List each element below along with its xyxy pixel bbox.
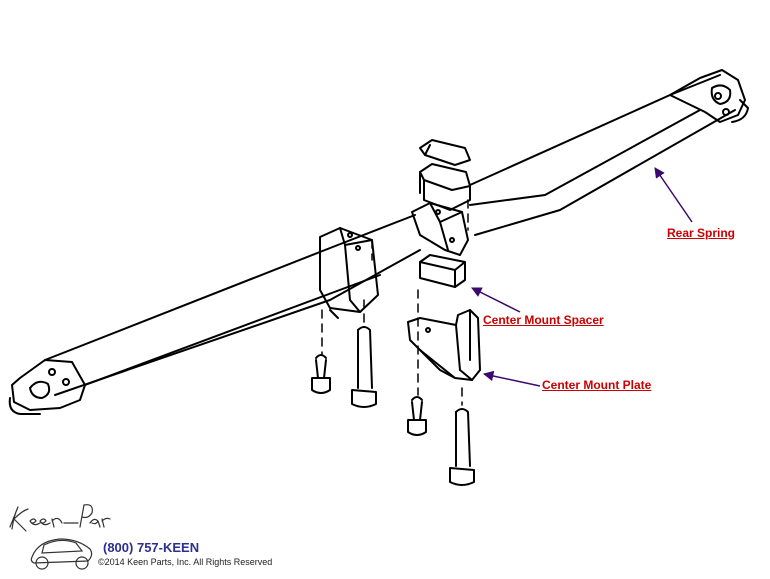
bolt-left-short (311, 354, 331, 394)
center-mount-spacer-link[interactable]: Center Mount Spacer (483, 313, 604, 327)
keen-parts-logo (9, 504, 111, 570)
center-mount-plate-arrow (482, 370, 541, 387)
rear-spring-arrow (654, 167, 693, 223)
phone-number: (800) 757-KEEN (103, 540, 200, 555)
bolt-left-long (351, 326, 377, 408)
center-mount-plate-link[interactable]: Center Mount Plate (542, 378, 652, 392)
copyright-text: ©2014 Keen Parts, Inc. All Rights Reserv… (98, 557, 273, 567)
rear-spring-link[interactable]: Rear Spring (667, 226, 736, 240)
rear-spring (8, 69, 749, 415)
assembly-lines (321, 199, 469, 406)
center-mount-spacer-arrow (471, 287, 521, 313)
left-mount-bracket (319, 227, 379, 319)
bolt-right-long (449, 408, 475, 486)
center-mount-plate (407, 309, 481, 381)
center-mount-spacer (419, 254, 466, 288)
top-pad (419, 139, 471, 211)
bolt-right-short (407, 396, 427, 436)
center-clamp (411, 202, 469, 256)
